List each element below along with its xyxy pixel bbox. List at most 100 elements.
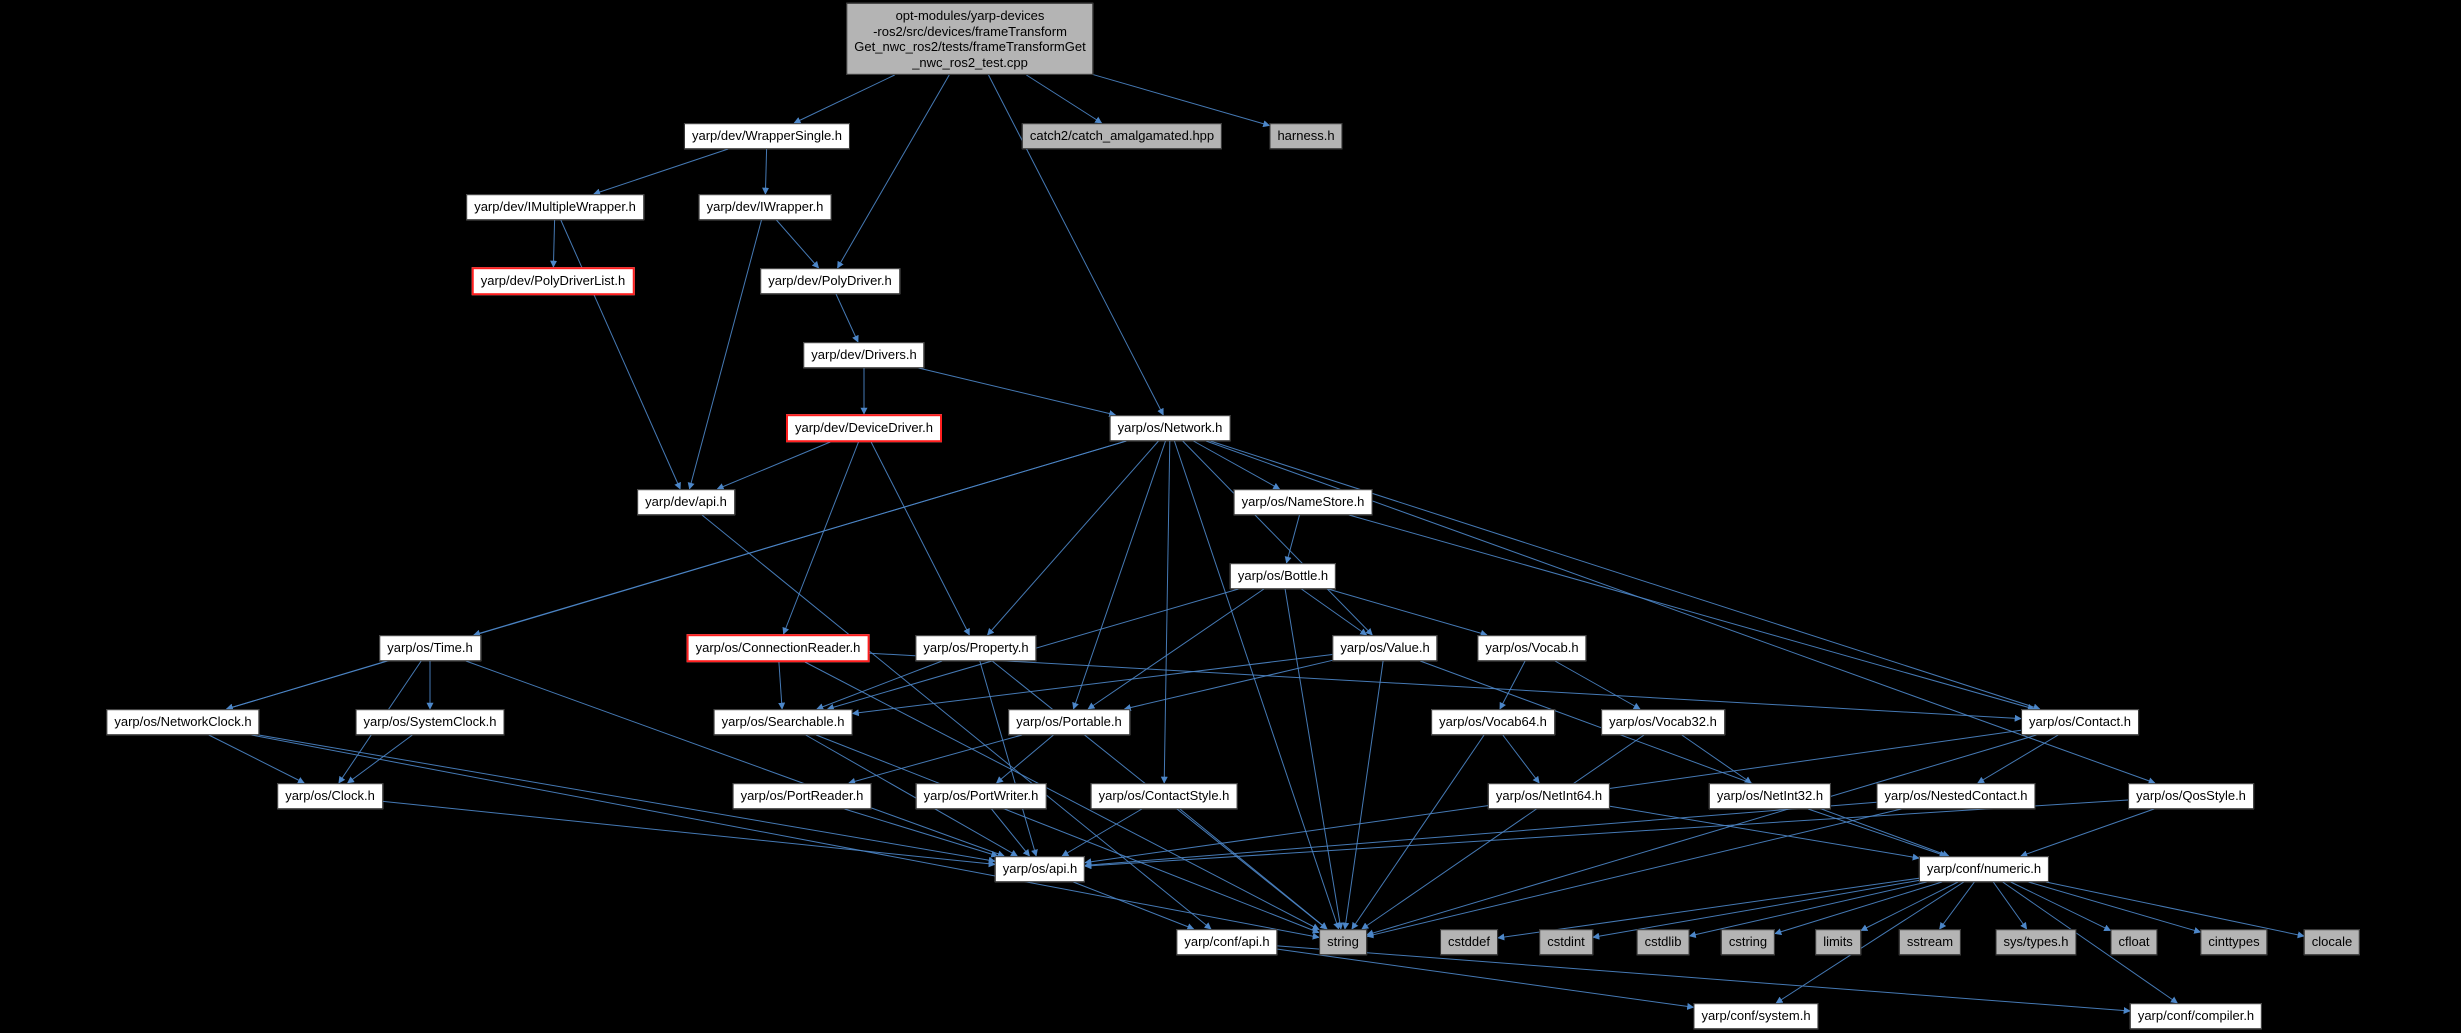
- edge-iwrapper--polydriver: [776, 219, 820, 269]
- edge-netint64--numeric: [1609, 805, 1920, 861]
- graph-node-conf-api[interactable]: yarp/conf/api.h: [1176, 929, 1278, 955]
- graph-node-vocab64[interactable]: yarp/os/Vocab64.h: [1431, 709, 1555, 735]
- graph-node-portable[interactable]: yarp/os/Portable.h: [1008, 709, 1130, 735]
- edge-network--property: [987, 440, 1159, 636]
- graph-node-cinttypes: cinttypes: [2200, 929, 2268, 955]
- edge-network--time: [473, 440, 1127, 637]
- edge-imultiple-wrapper--polydriver-list: [550, 219, 558, 268]
- edge-bottle--portable: [1087, 588, 1265, 710]
- graph-node-imultiple-wrapper[interactable]: yarp/dev/IMultipleWrapper.h: [466, 194, 644, 220]
- edge-os-api--conf-api: [1073, 881, 1195, 930]
- edge-qos-style--os-api: [1084, 799, 2129, 870]
- graph-node-iwrapper[interactable]: yarp/dev/IWrapper.h: [698, 194, 832, 220]
- edge-network-clock--os-api: [258, 734, 996, 864]
- graph-node-bottle[interactable]: yarp/os/Bottle.h: [1229, 563, 1337, 589]
- graph-node-property[interactable]: yarp/os/Property.h: [915, 635, 1037, 661]
- edge-nested-contact--string: [1366, 808, 1902, 939]
- graph-node-cfloat: cfloat: [2110, 929, 2158, 955]
- edge-network-clock--string: [251, 734, 1320, 940]
- edge-contact-style--string: [1179, 808, 1328, 930]
- edge-port-writer--os-api: [991, 808, 1030, 857]
- edge-portable--port-reader: [848, 734, 1023, 785]
- graph-node-sys-types: sys/types.h: [1995, 929, 2077, 955]
- graph-node-netint32[interactable]: yarp/os/NetInt32.h: [1708, 783, 1832, 809]
- edge-root--wrapper-single: [793, 74, 895, 124]
- graph-node-limits: limits: [1815, 929, 1861, 955]
- edge-portable--port-writer: [995, 734, 1054, 784]
- edge-bottle--vocab: [1327, 588, 1488, 637]
- graph-node-port-reader[interactable]: yarp/os/PortReader.h: [732, 783, 872, 809]
- graph-node-time[interactable]: yarp/os/Time.h: [379, 635, 481, 661]
- graph-node-network-clock[interactable]: yarp/os/NetworkClock.h: [106, 709, 260, 735]
- graph-node-conf-compiler[interactable]: yarp/conf/compiler.h: [2129, 1003, 2263, 1029]
- graph-node-drivers[interactable]: yarp/dev/Drivers.h: [803, 342, 925, 368]
- graph-node-dev-api[interactable]: yarp/dev/api.h: [637, 489, 735, 515]
- edge-device-driver--dev-api: [716, 441, 831, 490]
- graph-node-harness: harness.h: [1269, 123, 1343, 149]
- graph-node-value[interactable]: yarp/os/Value.h: [1332, 635, 1438, 661]
- edge-wrapper-single--iwrapper: [762, 148, 770, 195]
- graph-node-system-clock[interactable]: yarp/os/SystemClock.h: [355, 709, 505, 735]
- edge-numeric--clocale: [2045, 881, 2305, 939]
- edge-vocab64--netint64: [1502, 734, 1540, 784]
- edge-name-store--bottle: [1284, 514, 1300, 564]
- edge-root--harness: [1093, 74, 1271, 128]
- edge-network-clock--clock: [208, 734, 305, 784]
- graph-node-clocale: clocale: [2303, 929, 2361, 955]
- edge-connection-reader--string: [804, 661, 1320, 930]
- edge-conf-api--conf-compiler: [1277, 945, 2131, 1015]
- graph-node-contact-style[interactable]: yarp/os/ContactStyle.h: [1090, 783, 1238, 809]
- edge-connection-reader--searchable: [778, 661, 786, 710]
- edge-numeric--cstring: [1774, 881, 1943, 936]
- edge-bottle--value: [1301, 588, 1368, 636]
- edge-numeric--sys-types: [1992, 881, 2028, 930]
- edge-contact-style--os-api: [1061, 808, 1143, 857]
- edge-numeric--cstdint: [1592, 879, 1920, 940]
- graph-node-name-store[interactable]: yarp/os/NameStore.h: [1233, 489, 1373, 515]
- graph-node-numeric[interactable]: yarp/conf/numeric.h: [1918, 856, 2050, 882]
- edge-network--value: [1182, 440, 1373, 636]
- graph-node-nested-contact[interactable]: yarp/os/NestedContact.h: [1876, 783, 2036, 809]
- edge-connection-reader--contact: [869, 652, 2022, 722]
- graph-node-os-api[interactable]: yarp/os/api.h: [994, 856, 1086, 882]
- edge-root--polydriver: [837, 74, 950, 269]
- edge-root--catch2: [1026, 74, 1103, 124]
- graph-node-polydriver-list[interactable]: yarp/dev/PolyDriverList.h: [471, 267, 635, 295]
- graph-node-catch2: catch2/catch_amalgamated.hpp: [1021, 123, 1223, 149]
- graph-node-port-writer[interactable]: yarp/os/PortWriter.h: [915, 783, 1047, 809]
- graph-node-qos-style[interactable]: yarp/os/QosStyle.h: [2128, 783, 2254, 809]
- edge-network--name-store: [1193, 440, 1281, 490]
- edge-property--searchable: [816, 660, 943, 711]
- edge-port-reader--os-api: [844, 808, 999, 858]
- graph-node-polydriver[interactable]: yarp/dev/PolyDriver.h: [760, 268, 900, 294]
- edge-dev-api--conf-api: [701, 514, 1212, 930]
- edge-value--searchable: [851, 654, 1333, 717]
- graph-node-device-driver[interactable]: yarp/dev/DeviceDriver.h: [786, 414, 942, 442]
- edge-root--network: [988, 74, 1164, 416]
- edge-system-clock--clock: [347, 734, 413, 784]
- graph-node-sstream: sstream: [1898, 929, 1962, 955]
- graph-node-searchable[interactable]: yarp/os/Searchable.h: [713, 709, 853, 735]
- graph-node-clock[interactable]: yarp/os/Clock.h: [277, 783, 383, 809]
- edge-polydriver--drivers: [835, 293, 859, 343]
- edge-property--os-api: [979, 660, 1038, 857]
- graph-node-cstdlib: cstdlib: [1636, 929, 1690, 955]
- graph-node-connection-reader[interactable]: yarp/os/ConnectionReader.h: [686, 634, 870, 662]
- edge-imultiple-wrapper--dev-api: [560, 219, 681, 490]
- edge-qos-style--numeric: [2020, 808, 2155, 858]
- edge-numeric--cinttypes: [2028, 881, 2202, 934]
- edge-searchable--os-api: [805, 734, 1018, 857]
- edge-bottle--string: [1284, 588, 1344, 930]
- graph-node-netint64[interactable]: yarp/os/NetInt64.h: [1487, 783, 1611, 809]
- edge-numeric--sstream: [1939, 881, 1975, 930]
- graph-node-contact[interactable]: yarp/os/Contact.h: [2021, 709, 2139, 735]
- graph-node-network[interactable]: yarp/os/Network.h: [1109, 415, 1231, 441]
- graph-node-vocab32[interactable]: yarp/os/Vocab32.h: [1601, 709, 1725, 735]
- edge-netint32--numeric: [1807, 808, 1947, 858]
- graph-node-cstdint: cstdint: [1539, 929, 1593, 955]
- graph-node-conf-system[interactable]: yarp/conf/system.h: [1693, 1003, 1819, 1029]
- graph-node-vocab[interactable]: yarp/os/Vocab.h: [1477, 635, 1587, 661]
- graph-node-wrapper-single[interactable]: yarp/dev/WrapperSingle.h: [683, 123, 851, 149]
